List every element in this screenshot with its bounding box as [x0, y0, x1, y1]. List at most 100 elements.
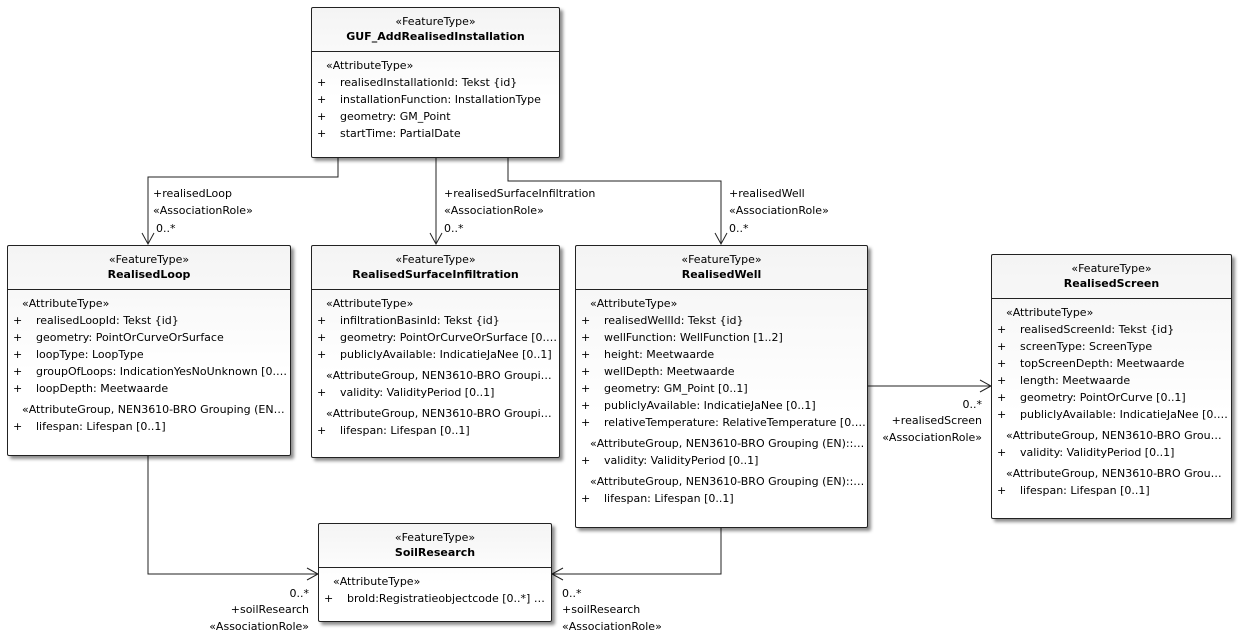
class-stereotype: «FeatureType»: [108, 253, 190, 266]
attribute-row[interactable]: +lifespan: Lifespan [0..1]: [992, 482, 1231, 499]
attribute-section-stereotype: «AttributeType»: [590, 297, 678, 310]
attribute-text: lifespan: Lifespan [0..1]: [604, 492, 734, 505]
attribute-section-stereotype: «AttributeType»: [326, 297, 414, 310]
attribute-row[interactable]: +lifespan: Lifespan [0..1]: [8, 418, 290, 435]
visibility-marker: +: [581, 348, 591, 361]
arrowhead-soil-research-right: [550, 567, 564, 581]
visibility-marker: +: [13, 314, 23, 327]
visibility-marker: +: [317, 93, 327, 106]
attribute-text: realisedWellId: Tekst {id}: [604, 314, 744, 327]
edge-soil-research-right: [552, 528, 722, 575]
class-soil-research[interactable]: «FeatureType»SoilResearch«AttributeType»…: [318, 523, 552, 622]
class-stereotype: «FeatureType»: [395, 15, 476, 28]
arrowhead-realised-well: [714, 232, 728, 246]
attribute-text: groupOfLoops: IndicationYesNoUnknown [0.…: [36, 365, 290, 378]
visibility-marker: +: [317, 386, 327, 399]
attribute-row[interactable]: +length: Meetwaarde: [992, 372, 1231, 389]
class-header: «FeatureType» RealisedLoop: [8, 246, 290, 290]
class-realised-surface-infiltration[interactable]: «FeatureType»RealisedSurfaceInfiltration…: [311, 245, 560, 458]
class-realised-loop[interactable]: «FeatureType» RealisedLoop «AttributeType»…: [7, 245, 291, 456]
visibility-marker: +: [317, 127, 327, 140]
attribute-row[interactable]: +installationFunction: InstallationType: [312, 91, 559, 108]
assoc-soil-left-multiplicity: 0..*: [289, 587, 310, 600]
attribute-row[interactable]: +realisedScreenId: Tekst {id}: [992, 321, 1231, 338]
class-stereotype: «FeatureType»: [1071, 262, 1152, 275]
attribute-text: publiclyAvailable: IndicatieJaNee [0..1]: [340, 348, 552, 361]
attribute-text: lifespan: Lifespan [0..1]: [36, 420, 166, 433]
attribute-text: geometry: GM_Point: [340, 110, 451, 123]
attribute-row[interactable]: + startTime: PartialDate: [312, 125, 559, 142]
class-header: «FeatureType»RealisedScreen: [992, 255, 1231, 299]
attribute-text: geometry: PointOrCurveOrSurface [0..1]: [340, 331, 559, 344]
assoc-soil-left-stereotype: «AssociationRole»: [209, 620, 309, 633]
class-name: GUF_AddRealisedInstallation: [346, 30, 525, 43]
attribute-text: screenType: ScreenType: [1020, 340, 1153, 353]
visibility-marker: +: [13, 331, 23, 344]
attribute-row[interactable]: +screenType: ScreenType: [992, 338, 1231, 355]
class-name: RealisedWell: [681, 268, 762, 281]
visibility-marker: +: [997, 357, 1007, 370]
attribute-row[interactable]: +lifespan: Lifespan [0..1]: [312, 422, 559, 439]
attribute-row[interactable]: +validity: ValidityPeriod [0..1]: [312, 384, 559, 401]
assoc-infiltration-multiplicity: 0..*: [444, 222, 464, 235]
class-name: RealisedSurfaceInfiltration: [352, 268, 519, 281]
attribute-text: publiclyAvailable: IndicatieJaNee [0..1]: [604, 399, 816, 412]
attribute-row[interactable]: +infiltrationBasinId: Tekst {id}: [312, 312, 559, 329]
attribute-text: startTime: PartialDate: [340, 127, 461, 140]
visibility-marker: +: [317, 110, 327, 123]
attribute-row[interactable]: +wellDepth: Meetwaarde: [576, 363, 867, 380]
class-realised-well[interactable]: «FeatureType»RealisedWell «AttributeType»…: [575, 245, 868, 528]
class-header: «FeatureType»RealisedWell: [576, 246, 867, 290]
attribute-row[interactable]: + realisedWellId: Tekst {id}: [576, 312, 867, 329]
attribute-row[interactable]: +lifespan: Lifespan [0..1]: [576, 490, 867, 507]
visibility-marker: +: [317, 331, 327, 344]
attribute-text: length: Meetwaarde: [1020, 374, 1131, 387]
attribute-section-stereotype: «AttributeGroup, NEN3610-BRO Groupi…: [326, 369, 552, 382]
attribute-section-stereotype: «AttributeType»: [333, 575, 421, 588]
attribute-row[interactable]: +publiclyAvailable: IndicatieJaNee [0..1…: [576, 397, 867, 414]
attribute-row[interactable]: + geometry: PointOrCurveOrSurface [0..1]: [312, 329, 559, 346]
attribute-text: geometry: PointOrCurveOrSurface: [36, 331, 224, 344]
edge-realised-well: [507, 158, 722, 244]
arrowhead-realised-surface-infiltration: [429, 232, 443, 246]
attribute-row[interactable]: +validity: ValidityPeriod [0..1]: [576, 452, 867, 469]
attribute-row[interactable]: +geometry: GM_Point [0..1]: [576, 380, 867, 397]
attribute-row[interactable]: +topScreenDepth: Meetwaarde: [992, 355, 1231, 372]
attribute-row[interactable]: +height: Meetwaarde: [576, 346, 867, 363]
visibility-marker: +: [13, 365, 23, 378]
attribute-row[interactable]: +broId:Registratieobjectcode [0..*] {id}: [319, 590, 551, 607]
visibility-marker: +: [581, 314, 591, 327]
class-header: «FeatureType»SoilResearch: [319, 524, 551, 568]
attribute-row[interactable]: +validity: ValidityPeriod [0..1]: [992, 444, 1231, 461]
attribute-row[interactable]: +realisedLoopId: Tekst {id}: [8, 312, 290, 329]
visibility-marker: +: [317, 314, 327, 327]
class-guf-add-realised-installation[interactable]: «FeatureType» GUF_AddRealisedInstallation…: [311, 7, 560, 158]
assoc-soil-left-role: +soilResearch: [230, 603, 309, 616]
visibility-marker: +: [997, 446, 1007, 459]
attribute-row[interactable]: +loopType: LoopType: [8, 346, 290, 363]
class-name: RealisedLoop: [107, 268, 191, 281]
attribute-row[interactable]: +geometry: PointOrCurve [0..1]: [992, 389, 1231, 406]
class-header: «FeatureType» GUF_AddRealisedInstallation: [312, 8, 559, 52]
attribute-row[interactable]: + geometry: PointOrCurveOrSurface: [8, 329, 290, 346]
assoc-loop-multiplicity: 0..*: [156, 222, 176, 235]
attribute-row[interactable]: +realisedInstallationId: Tekst {id}: [312, 74, 559, 91]
attribute-section-stereotype: «AttributeGroup, NEN3610-BRO Groupi…: [326, 407, 552, 420]
class-realised-screen[interactable]: «FeatureType»RealisedScreen«AttributeTyp…: [991, 254, 1232, 519]
attribute-row[interactable]: + groupOfLoops: IndicationYesNoUnknown [0…: [8, 363, 290, 380]
attribute-section-stereotype: «AttributeGroup, NEN3610-BRO Grou…: [1006, 429, 1222, 442]
attribute-row[interactable]: +wellFunction: WellFunction [1..2]: [576, 329, 867, 346]
assoc-well-role: +realisedWell: [729, 187, 805, 200]
visibility-marker: +: [13, 382, 23, 395]
visibility-marker: +: [581, 416, 591, 429]
visibility-marker: +: [317, 348, 327, 361]
attribute-section-stereotype: «AttributeType»: [22, 297, 110, 310]
class-body: «AttributeType» +broId:Registratieobjectc…: [319, 568, 551, 607]
attribute-row[interactable]: + publiclyAvailable: IndicatieJaNee [0..1…: [312, 346, 559, 363]
attribute-row[interactable]: + geometry: GM_Point: [312, 108, 559, 125]
attribute-row[interactable]: +loopDepth: Meetwaarde: [8, 380, 290, 397]
attribute-row[interactable]: +publiclyAvailable: IndicatieJaNee [0..1…: [992, 406, 1231, 423]
attribute-row[interactable]: +relativeTemperature: RelativeTemperatur…: [576, 414, 867, 431]
class-body: «AttributeType»+realisedInstallationId: …: [312, 52, 559, 142]
